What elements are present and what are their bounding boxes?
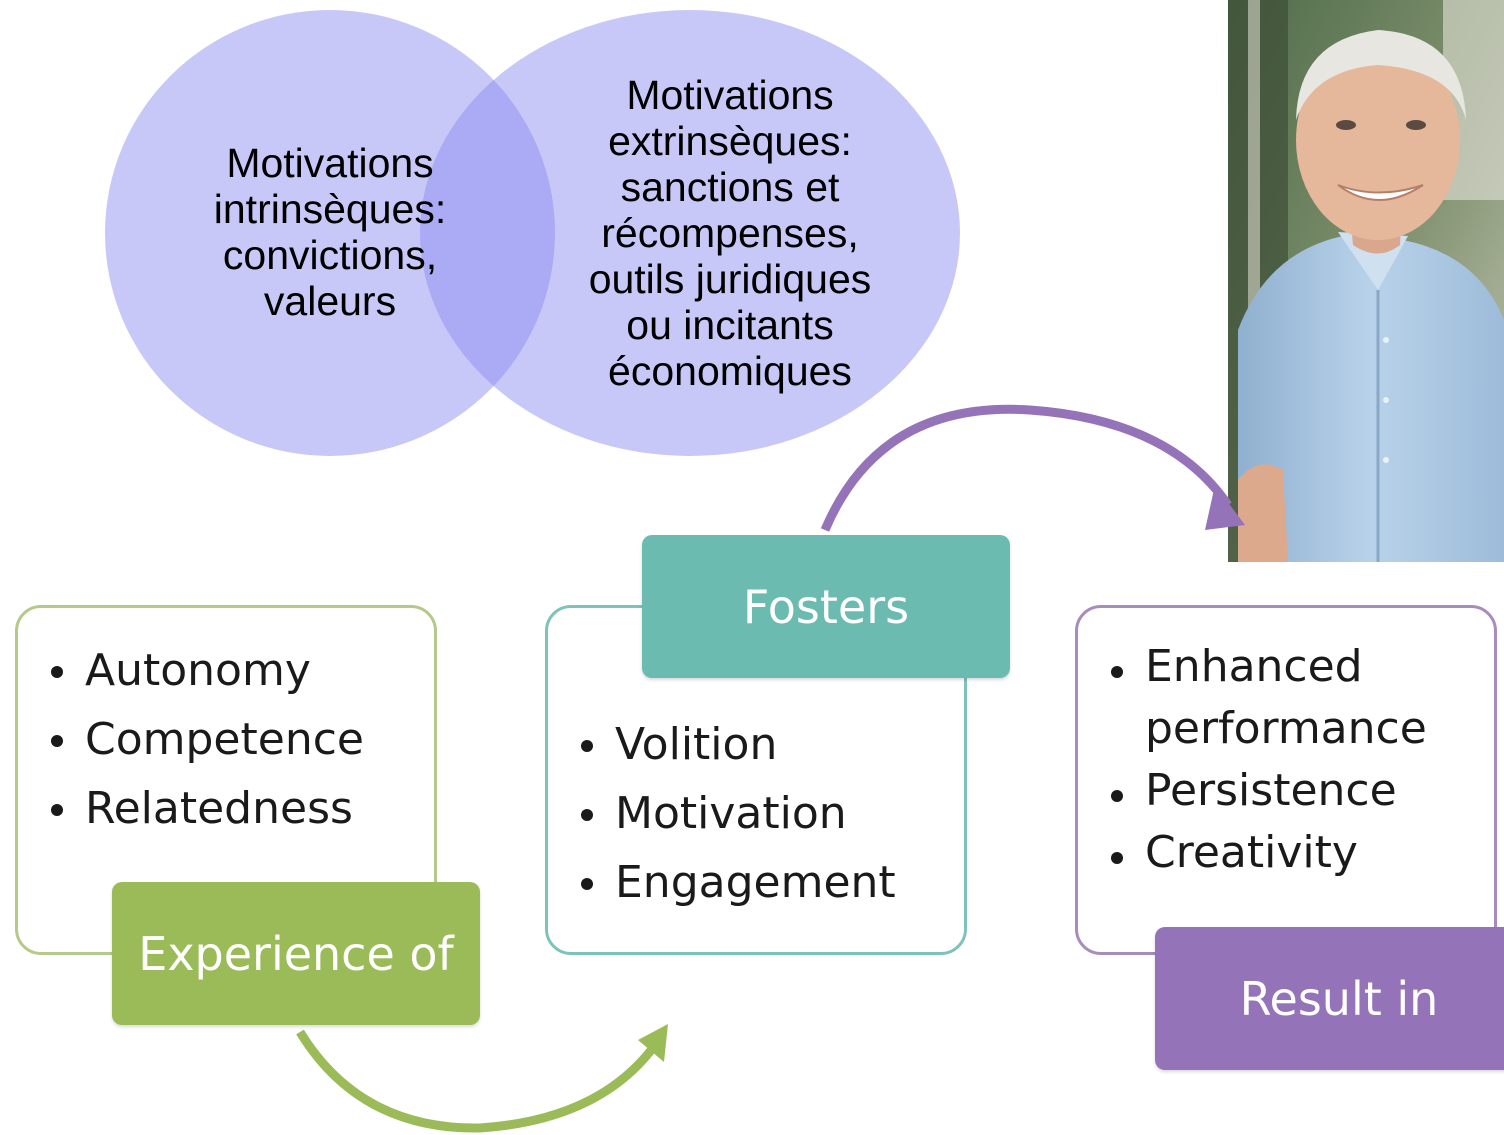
experience-list: Autonomy Competence Relatedness	[45, 636, 435, 843]
green-arrow-head	[638, 1024, 668, 1062]
venn-right-line: extrinsèques:	[608, 118, 852, 164]
venn-left-line: Motivations	[226, 140, 434, 186]
list-item: Motivation	[575, 779, 965, 848]
list-item: Enhanced performance	[1105, 636, 1475, 760]
venn-left-line: convictions,	[222, 232, 438, 278]
list-item: Volition	[575, 710, 965, 779]
venn-left-line: intrinsèques:	[213, 186, 447, 232]
venn-circle-right	[420, 10, 960, 456]
venn-diagram	[105, 10, 960, 456]
list-item: Autonomy	[45, 636, 435, 705]
venn-right-line: récompenses,	[601, 210, 859, 256]
list-item: Engagement	[575, 848, 965, 917]
fosters-list: Volition Motivation Engagement	[575, 710, 965, 917]
fosters-label: Fosters	[642, 535, 1010, 678]
portrait-photo	[1228, 0, 1504, 562]
venn-right-line: ou incitants	[626, 302, 834, 348]
list-item: Persistence	[1105, 760, 1475, 822]
result-label: Result in	[1155, 927, 1504, 1070]
venn-right-line: outils juridiques	[588, 256, 872, 302]
venn-left-text: Motivations intrinsèques: convictions, v…	[180, 140, 480, 324]
result-list: Enhanced performance Persistence Creativ…	[1105, 636, 1475, 884]
venn-right-text: Motivations extrinsèques: sanctions et r…	[555, 72, 905, 394]
green-arc-arrow	[296, 1029, 659, 1133]
list-item: Relatedness	[45, 774, 435, 843]
list-item: Creativity	[1105, 822, 1475, 884]
venn-right-line: sanctions et	[620, 164, 840, 210]
venn-circle-left	[105, 10, 555, 456]
person-portrait-icon	[1228, 0, 1504, 562]
experience-label: Experience of	[112, 882, 480, 1025]
venn-right-line: économiques	[608, 348, 852, 394]
venn-right-line: Motivations	[626, 72, 834, 118]
list-item: Competence	[45, 705, 435, 774]
venn-left-line: valeurs	[263, 278, 397, 324]
result-box	[1075, 605, 1497, 955]
